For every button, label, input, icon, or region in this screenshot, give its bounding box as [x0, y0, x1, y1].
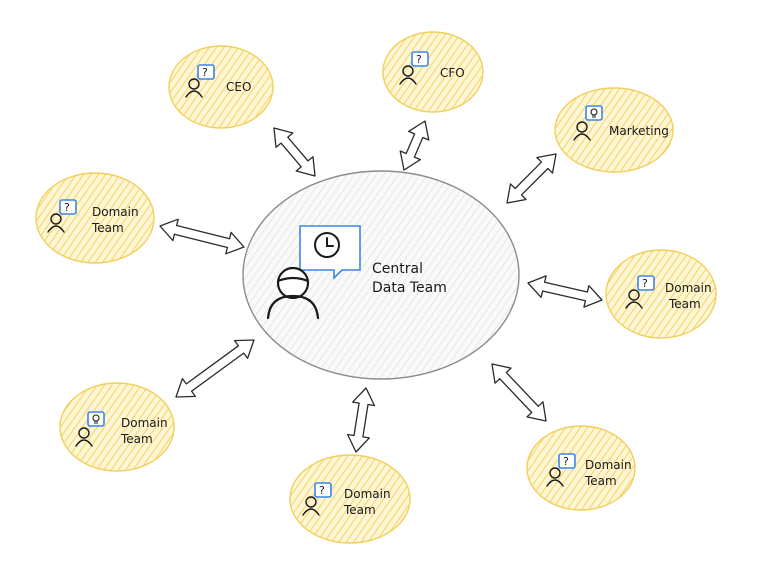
- svg-text:?: ?: [642, 277, 648, 290]
- central-data-team-node: Central Data Team: [242, 170, 520, 380]
- node-marketing-ellipse: [554, 87, 674, 173]
- node-domain-team-left: ? Domain Team: [35, 172, 155, 264]
- svg-text:?: ?: [319, 484, 325, 497]
- node-domain-team-lower-left-ellipse: [59, 382, 175, 472]
- person-idea-icon: [75, 411, 105, 447]
- node-domain-team-lower-right-ellipse: [526, 425, 636, 511]
- connector-arrows: [159, 120, 603, 453]
- node-domain-team-lower-left-line2: Team: [120, 432, 153, 446]
- svg-text:?: ?: [202, 66, 208, 79]
- arrow-marketing: [506, 153, 557, 204]
- arrow-cfo: [399, 120, 430, 171]
- node-domain-team-bottom-line1: Domain: [344, 487, 391, 501]
- arrow-domain-right: [527, 275, 603, 308]
- svg-text:?: ?: [64, 201, 70, 214]
- node-domain-team-left-ellipse: [35, 172, 155, 264]
- central-label-line1: Central: [372, 261, 423, 277]
- central-hub-ellipse: [242, 170, 520, 380]
- node-domain-team-bottom-ellipse: [289, 454, 411, 544]
- node-cfo-ellipse: [382, 31, 484, 113]
- person-idea-icon: [573, 105, 603, 141]
- node-ceo: ? CEO: [168, 45, 274, 129]
- node-cfo-label-line1: CFO: [440, 66, 465, 80]
- svg-text:?: ?: [416, 53, 422, 66]
- node-domain-team-lower-right: ? Domain Team: [526, 425, 636, 511]
- svg-text:?: ?: [563, 455, 569, 468]
- node-domain-team-right: ? Domain Team: [605, 249, 717, 339]
- person-question-icon: ?: [47, 199, 77, 233]
- person-question-icon: ?: [302, 482, 332, 516]
- node-ceo-label-line1: CEO: [226, 80, 251, 94]
- arrow-domain-left: [159, 218, 245, 255]
- node-domain-team-right-line2: Team: [668, 297, 701, 311]
- node-domain-team-lower-left-line1: Domain: [121, 416, 168, 430]
- node-domain-team-left-line2: Team: [91, 221, 124, 235]
- person-question-icon: ?: [546, 453, 576, 487]
- person-question-icon: ?: [625, 275, 655, 309]
- node-domain-team-right-ellipse: [605, 249, 717, 339]
- node-domain-team-lower-right-line2: Team: [584, 474, 617, 488]
- node-cfo: ? CFO: [382, 31, 484, 113]
- person-question-icon: ?: [399, 51, 429, 85]
- person-question-icon: ?: [185, 64, 215, 98]
- node-domain-team-lower-right-line1: Domain: [585, 458, 632, 472]
- person-with-clock-bubble-icon: [266, 225, 361, 320]
- central-label-line2: Data Team: [372, 280, 447, 296]
- node-domain-team-lower-left: Domain Team: [59, 382, 175, 472]
- node-domain-team-bottom: ? Domain Team: [289, 454, 411, 544]
- node-marketing-label-line1: Marketing: [609, 124, 669, 138]
- arrow-ceo: [273, 127, 316, 177]
- node-marketing: Marketing: [554, 87, 674, 173]
- arrow-domain-lower-right: [491, 363, 547, 422]
- node-domain-team-left-line1: Domain: [92, 205, 139, 219]
- arrow-domain-lower-left: [175, 339, 255, 398]
- node-domain-team-right-line1: Domain: [665, 281, 712, 295]
- node-ceo-ellipse: [168, 45, 274, 129]
- arrow-domain-bottom: [346, 387, 376, 453]
- node-domain-team-bottom-line2: Team: [343, 503, 376, 517]
